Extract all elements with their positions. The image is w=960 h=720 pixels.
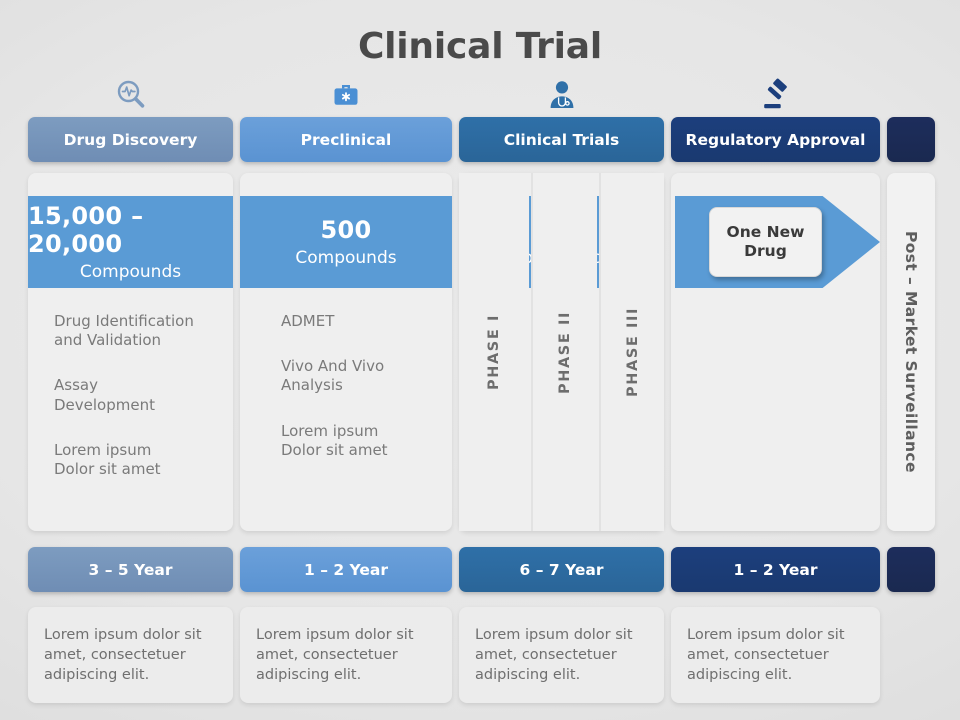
list-item: Vivo And Vivo Analysis xyxy=(281,357,385,395)
magnifier-pulse-icon xyxy=(114,78,148,112)
stage-header-label: Regulatory Approval xyxy=(685,130,866,149)
gavel-icon xyxy=(759,78,793,112)
stage-icon-row xyxy=(0,74,960,116)
phase-label: PHASE II xyxy=(557,310,573,394)
note-preclinical: Lorem ipsum dolor sit amet, consectetuer… xyxy=(240,607,452,703)
duration-preclinical[interactable]: 1 – 2 Year xyxy=(240,547,452,592)
stage-header-label: Preclinical xyxy=(300,130,392,149)
phase-column-3: PHASE III xyxy=(599,173,664,531)
note-text: Lorem ipsum dolor sit amet, consectetuer… xyxy=(475,627,633,683)
compound-count-value: 500 xyxy=(320,216,372,244)
duration-label: 1 – 2 Year xyxy=(304,560,388,579)
medical-briefcase-icon xyxy=(330,79,362,111)
icon-slot-clinical-trials xyxy=(459,74,664,116)
phase-column-1: PHASE I xyxy=(459,173,529,531)
duration-drug-discovery[interactable]: 3 – 5 Year xyxy=(28,547,233,592)
post-market-surveillance-column: Post – Market Surveillance xyxy=(887,173,935,531)
list-item: Assay Development xyxy=(54,376,155,414)
stage-header-drug-discovery[interactable]: Drug Discovery xyxy=(28,117,233,162)
note-text: Lorem ipsum dolor sit amet, consectetuer… xyxy=(687,627,845,683)
doctor-stethoscope-icon xyxy=(547,79,577,111)
duration-clinical-trials[interactable]: 6 – 7 Year xyxy=(459,547,664,592)
stage-header-regulatory-approval[interactable]: Regulatory Approval xyxy=(671,117,880,162)
stage-header-clinical-trials[interactable]: Clinical Trials xyxy=(459,117,664,162)
compound-count-preclinical: 500 Compounds xyxy=(240,196,452,288)
post-market-label: Post – Market Surveillance xyxy=(902,231,920,473)
note-regulatory-approval: Lorem ipsum dolor sit amet, consectetuer… xyxy=(671,607,880,703)
duration-label: 6 – 7 Year xyxy=(519,560,604,579)
stage-header-post-market[interactable] xyxy=(887,117,935,162)
note-clinical-trials: Lorem ipsum dolor sit amet, consectetuer… xyxy=(459,607,664,703)
phase-column-2: PHASE II xyxy=(531,173,597,531)
list-item: ADMET xyxy=(281,312,335,330)
stage-header-preclinical[interactable]: Preclinical xyxy=(240,117,452,162)
note-text: Lorem ipsum dolor sit amet, consectetuer… xyxy=(44,627,202,683)
detail-list-drug-discovery: Drug Identification and Validation Assay… xyxy=(54,312,224,505)
duration-regulatory-approval[interactable]: 1 – 2 Year xyxy=(671,547,880,592)
page-title: Clinical Trial xyxy=(357,26,603,67)
compound-count-value: 15,000 – 20,000 xyxy=(28,202,144,258)
icon-slot-preclinical xyxy=(240,74,452,116)
phase-label: PHASE III xyxy=(624,307,641,397)
note-text: Lorem ipsum dolor sit amet, consectetuer… xyxy=(256,627,414,683)
compound-count-drug-discovery: 15,000 – 20,000 Compounds xyxy=(28,196,233,288)
icon-slot-regulatory-approval xyxy=(671,74,880,116)
one-new-drug-arrow: One New Drug xyxy=(675,196,880,288)
note-drug-discovery: Lorem ipsum dolor sit amet, consectetuer… xyxy=(28,607,233,703)
stage-header-label: Drug Discovery xyxy=(63,130,198,149)
duration-post-market[interactable] xyxy=(887,547,935,592)
stage-header-label: Clinical Trials xyxy=(503,130,620,149)
duration-label: 1 – 2 Year xyxy=(733,560,818,579)
list-item: Lorem ipsum Dolor sit amet xyxy=(281,421,388,459)
duration-label: 3 – 5 Year xyxy=(88,560,173,579)
detail-list-preclinical: ADMET Vivo And Vivo Analysis Lorem ipsum… xyxy=(281,312,451,486)
compound-count-label: Compounds xyxy=(295,248,397,268)
phase-label: PHASE I xyxy=(486,314,502,390)
compound-count-label: Compounds xyxy=(79,262,182,282)
icon-slot-drug-discovery xyxy=(28,74,233,116)
one-new-drug-label: One New Drug xyxy=(709,207,822,277)
list-item: Drug Identification and Validation xyxy=(54,312,194,350)
list-item: Lorem ipsum Dolor sit amet xyxy=(54,440,161,478)
